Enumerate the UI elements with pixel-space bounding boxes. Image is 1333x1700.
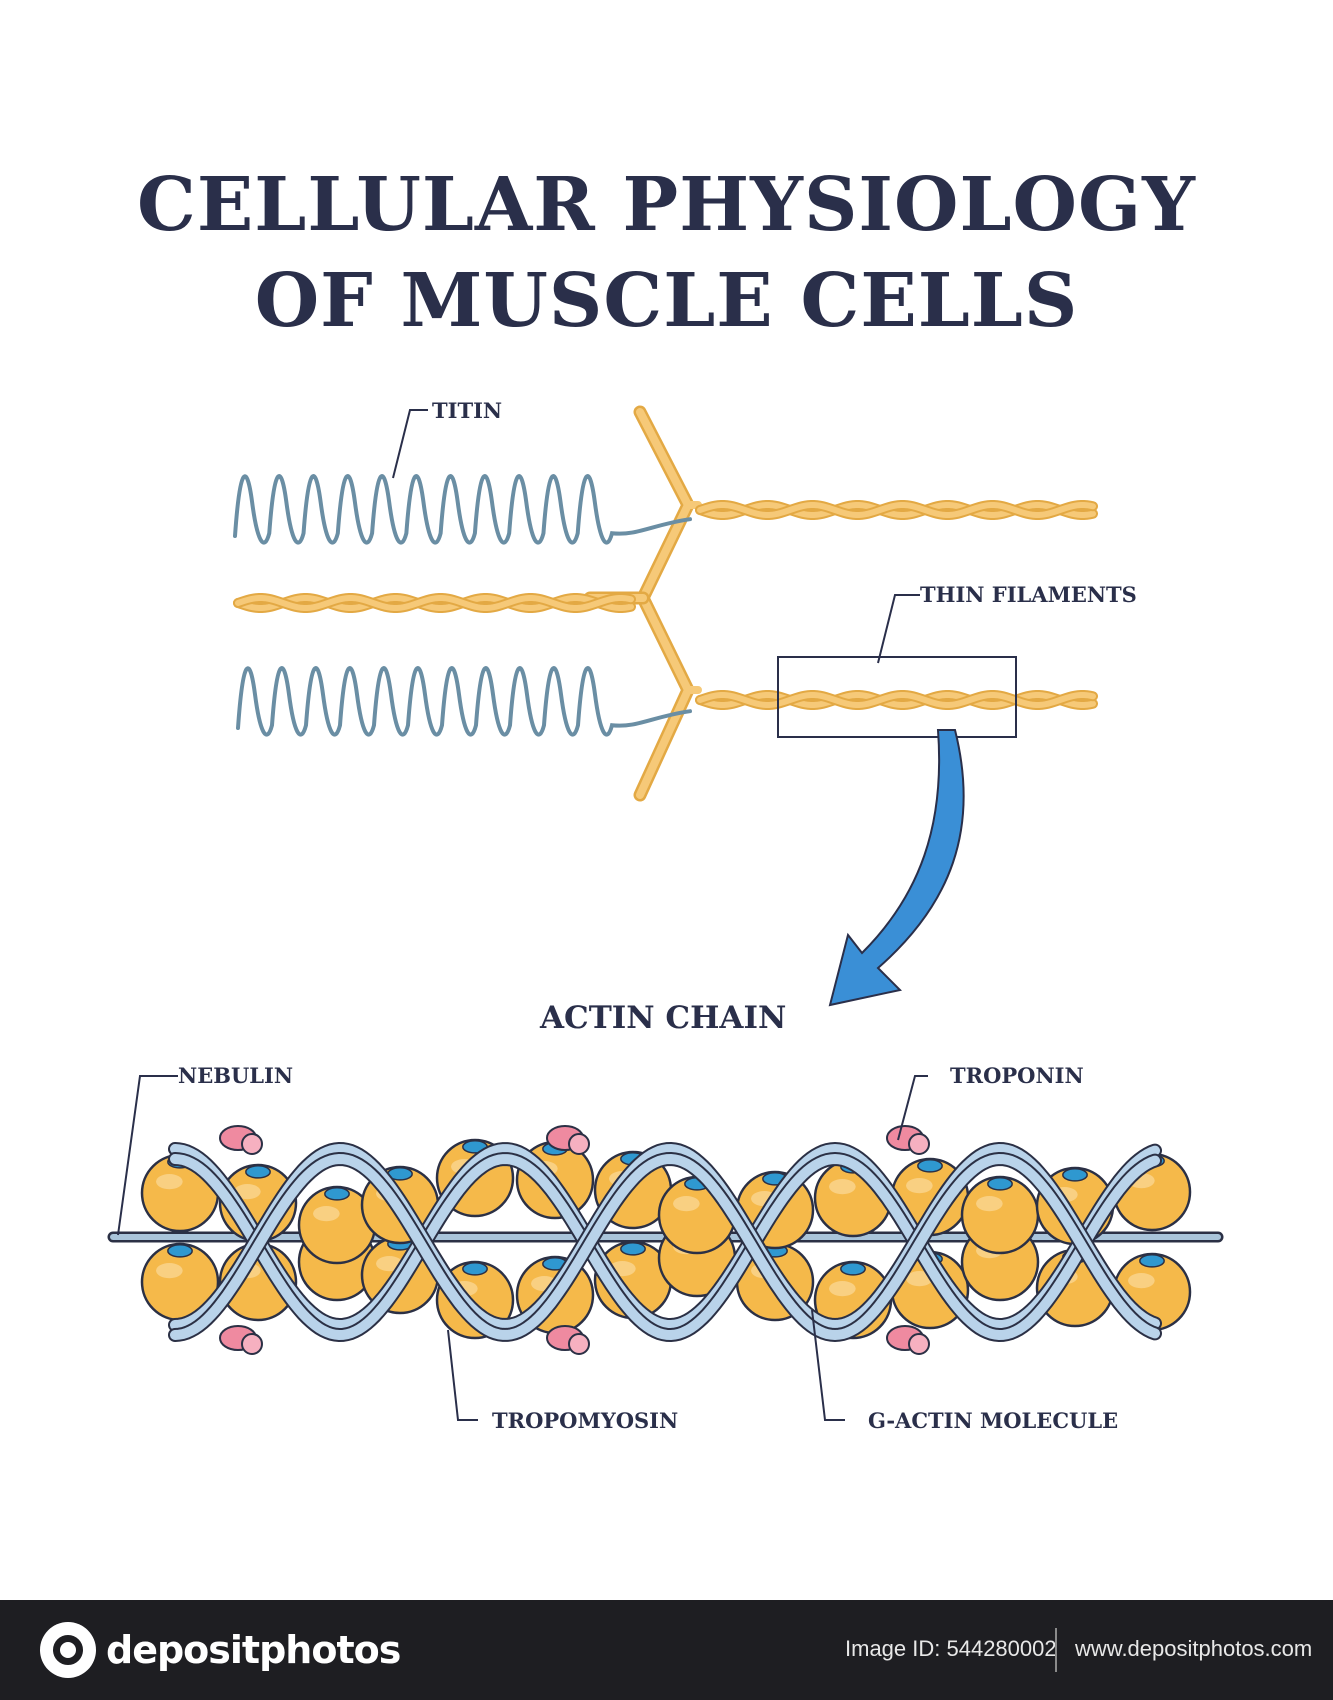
- label-actin-chain: ACTIN CHAIN: [539, 1000, 786, 1036]
- troponin: [219, 1125, 263, 1155]
- title-line-2: OF MUSCLE CELLS: [254, 258, 1079, 344]
- g-actin-molecule: [297, 1185, 377, 1265]
- thin-filament: [695, 690, 1098, 710]
- g-actin-molecule: [960, 1175, 1040, 1255]
- actin-chain: [107, 1125, 1224, 1355]
- brand-logo[interactable]: depositphotos: [40, 1620, 401, 1680]
- troponin: [219, 1325, 263, 1355]
- thin-filaments: [233, 500, 1098, 710]
- thin-filament: [695, 500, 1098, 520]
- callout-lines: [117, 409, 928, 1421]
- troponin: [546, 1325, 590, 1355]
- footer-divider: [1055, 1628, 1057, 1672]
- image-id: Image ID: 544280002: [845, 1636, 1057, 1661]
- muscle-diagram: TITIN THIN FILAMENTS ACTIN CHAIN NEBULIN…: [107, 398, 1224, 1433]
- zoom-box: [777, 656, 1017, 738]
- label-g-actin-molecule: G-ACTIN MOLECULE: [868, 1408, 1118, 1433]
- tropomyosin-strand: [168, 1151, 1162, 1343]
- titin-spring: [236, 666, 692, 737]
- tropomyosin-strand: [168, 1151, 1162, 1343]
- label-titin: TITIN: [432, 398, 502, 423]
- label-troponin: TROPONIN: [950, 1063, 1084, 1088]
- tropomyosin-strand: [168, 1141, 1162, 1333]
- label-nebulin: NEBULIN: [178, 1063, 293, 1088]
- brand-name: depositphotos: [106, 1628, 401, 1672]
- title-line-1: CELLULAR PHYSIOLOGY: [137, 162, 1196, 248]
- troponin: [886, 1325, 930, 1355]
- zoom-arrow: [828, 729, 965, 1007]
- label-thin-filaments: THIN FILAMENTS: [920, 582, 1137, 607]
- label-tropomyosin: TROPOMYOSIN: [492, 1408, 678, 1433]
- troponin: [886, 1125, 930, 1155]
- camera-icon: [40, 1622, 96, 1678]
- thin-filament: [233, 593, 636, 613]
- titin-spring: [233, 474, 692, 545]
- site-url[interactable]: www.depositphotos.com: [1075, 1636, 1313, 1661]
- troponin: [546, 1125, 590, 1155]
- tropomyosin-strand: [168, 1141, 1162, 1333]
- footer-bar: depositphotos Image ID: 544280002 www.de…: [0, 1600, 1333, 1700]
